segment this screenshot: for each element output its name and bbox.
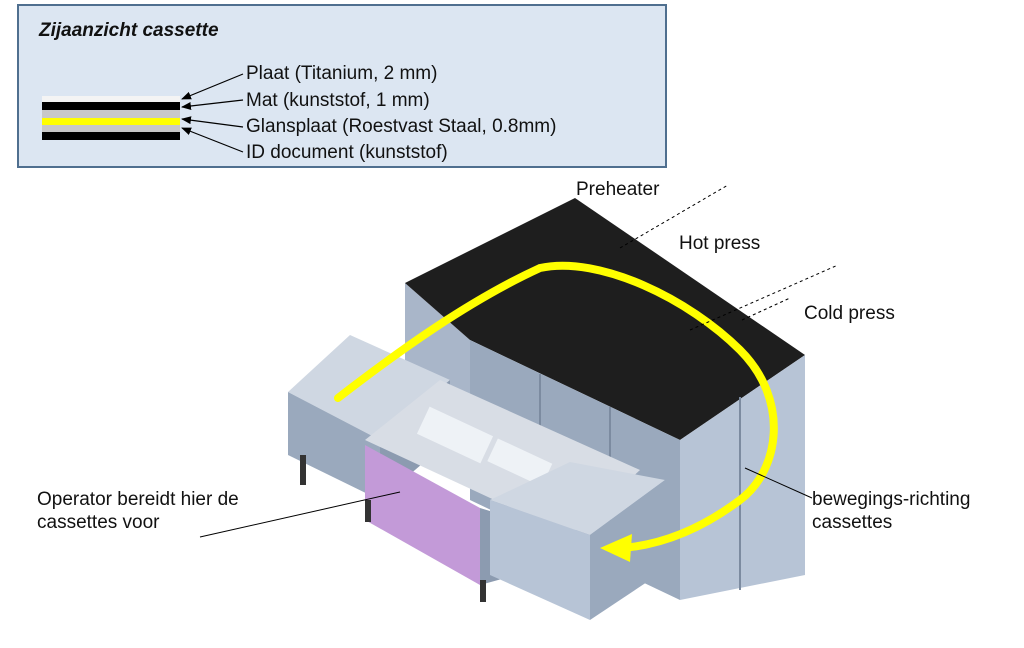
layer-label-glansplaat: Glansplaat (Roestvast Staal, 0.8mm): [246, 116, 557, 137]
machine-illustration: [288, 198, 805, 620]
right-station-front: [490, 500, 590, 620]
layer-label-plaat: Plaat (Titanium, 2 mm): [246, 63, 438, 84]
right-station-top: [490, 462, 665, 535]
layer-label-id-document: ID document (kunststof): [246, 142, 448, 163]
station-leader-lines: [619, 184, 839, 331]
operator-callout: Operator bereidt hier de cassettes voor: [37, 488, 239, 534]
operator-label-line-2: cassettes voor: [37, 512, 160, 533]
callout-leader-lines: [199, 467, 813, 538]
back-block-top: [405, 198, 805, 440]
left-station-front: [288, 392, 380, 500]
cassette-layer-stack: [42, 96, 180, 140]
direction-label-line-1: bewegings-richting: [812, 489, 971, 510]
operator-label-line-1: Operator bereidt hier de: [37, 489, 239, 510]
direction-label-line-2: cassettes: [812, 512, 893, 533]
cassette-side-view-box: Zijaanzicht cassette: [17, 4, 667, 168]
station-label-preheater: Preheater: [576, 179, 660, 200]
layer-label-mat: Mat (kunststof, 1 mm): [246, 90, 430, 111]
flow-arrowhead: [600, 534, 632, 562]
loading-panel: [365, 445, 480, 585]
cassette-box-title: Zijaanzicht cassette: [39, 20, 219, 41]
flow-arrow: [334, 261, 778, 552]
direction-callout: bewegings-richting cassettes: [812, 488, 970, 534]
station-label-hot-press: Hot press: [679, 233, 761, 254]
layer-pointer-arrows: [181, 73, 244, 153]
station-label-cold-press: Cold press: [804, 303, 895, 324]
